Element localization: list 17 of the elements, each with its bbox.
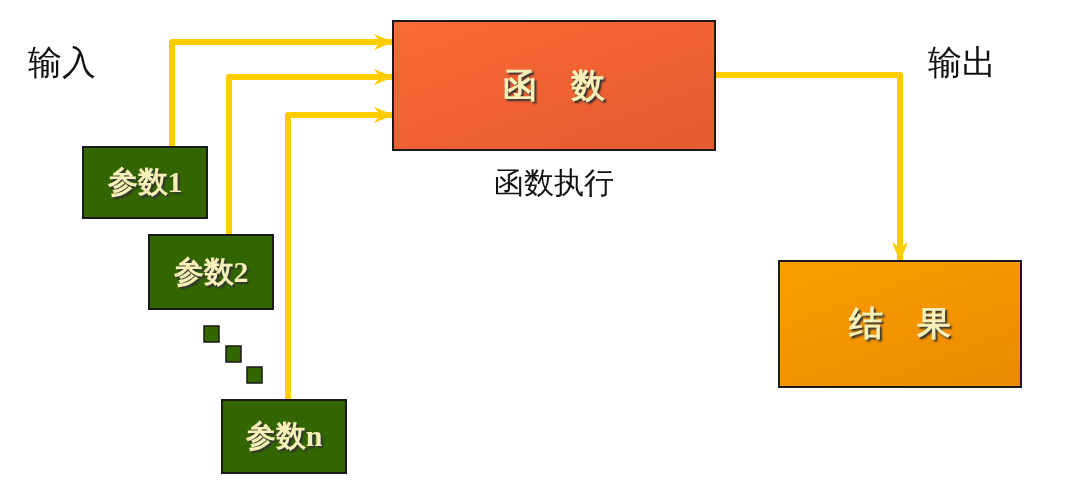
box-caption: 函数执行 (494, 165, 614, 201)
side-label: 输出 (928, 43, 996, 83)
box-label: 参数2 (173, 253, 249, 290)
arrow (169, 34, 394, 146)
box-label: 参数1 (107, 164, 183, 200)
result-box (778, 260, 1022, 388)
arrow (285, 107, 394, 399)
parameter-box (221, 399, 347, 474)
box-label: 函 数 (503, 65, 605, 106)
box-label: 参数n (245, 418, 323, 454)
side-label: 输入 (28, 43, 96, 83)
arrow (226, 69, 394, 234)
parameter-box (82, 146, 208, 219)
arrow (716, 72, 908, 262)
parameter-box (148, 234, 274, 310)
box-label: 结 果 (849, 304, 951, 344)
function-box (392, 20, 716, 151)
